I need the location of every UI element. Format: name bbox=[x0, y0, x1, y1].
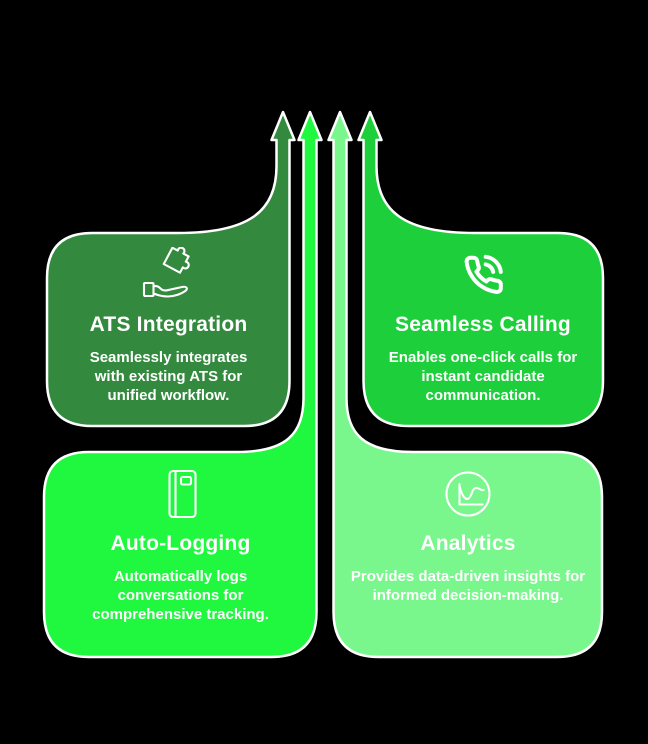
card-title: Analytics bbox=[420, 532, 516, 555]
auto-logging-card: Auto-Logging Automatically logs conversa… bbox=[44, 452, 317, 657]
card-description: Provides data-driven insights for inform… bbox=[350, 568, 586, 604]
seamless-calling-shape-with-up-arrow-icon bbox=[357, 110, 605, 428]
card-description: Seamlessly integrates with existing ATS … bbox=[89, 349, 248, 404]
phone-signal-waves-icon bbox=[464, 254, 503, 294]
auto-logging-shape-with-up-arrow-icon bbox=[42, 110, 323, 659]
card-title: ATS Integration bbox=[89, 313, 248, 336]
notebook-icon bbox=[167, 469, 197, 519]
ats-integration-card: ATS Integration Seamlessly integrates wi… bbox=[47, 233, 290, 426]
analytics-card: Analytics Provides data-driven insights … bbox=[334, 452, 602, 657]
card-description: Enables one-click calls for instant cand… bbox=[388, 349, 578, 404]
analytics-shape-with-up-arrow-icon bbox=[327, 110, 604, 659]
card-title: Seamless Calling bbox=[395, 313, 571, 336]
line-chart-circle-icon bbox=[445, 471, 491, 517]
card-title: Auto-Logging bbox=[110, 532, 251, 555]
hand-holding-puzzle-icon bbox=[142, 247, 190, 298]
seamless-calling-card: Seamless Calling Enables one-click calls… bbox=[363, 233, 603, 426]
card-description: Automatically logs conversations for com… bbox=[92, 568, 269, 623]
